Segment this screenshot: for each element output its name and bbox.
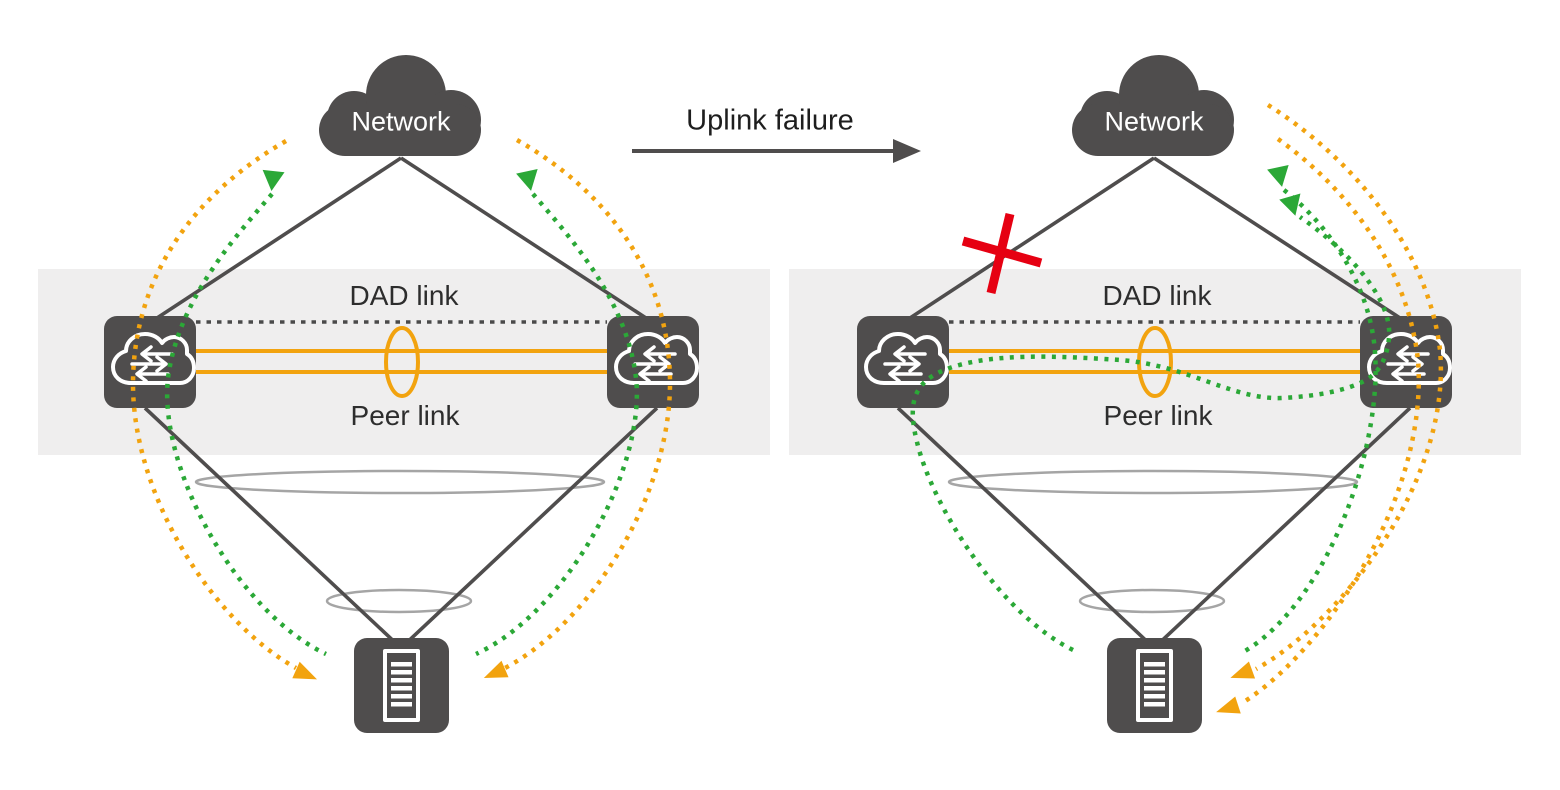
link-aggregation-ellipse-small bbox=[325, 588, 473, 614]
link-aggregation-ellipse-large bbox=[194, 469, 606, 495]
failure-cross-stroke-2 bbox=[986, 212, 1015, 295]
link-aggregation-ellipse-small bbox=[1078, 588, 1226, 614]
downlink-line-right bbox=[399, 406, 659, 650]
network-label-left: Network bbox=[351, 106, 451, 137]
mlag-switch-icon-left bbox=[857, 316, 949, 408]
uplink-line-left-failed bbox=[909, 156, 1155, 320]
transition-arrowhead bbox=[893, 139, 921, 163]
network-label-right: Network bbox=[1104, 106, 1204, 137]
server-icon bbox=[354, 638, 449, 733]
dad-link-label-right: DAD link bbox=[1102, 280, 1212, 311]
right-panel-failure-state bbox=[857, 55, 1452, 733]
upstream-arrowhead-left bbox=[262, 169, 285, 191]
peer-link-aggregation-ring bbox=[384, 326, 420, 398]
upstream-arrowhead-right bbox=[516, 169, 538, 191]
upstream-traffic-arc-rerouted-via-peer-link bbox=[910, 215, 1392, 653]
network-cloud-icon bbox=[319, 55, 481, 156]
mlag-switch-icon-left bbox=[104, 316, 196, 408]
uplink-line-left bbox=[156, 156, 402, 320]
downstream-arrowhead-right bbox=[483, 660, 509, 678]
dad-link-label-left: DAD link bbox=[349, 280, 459, 311]
link-aggregation-ellipse-large bbox=[947, 469, 1359, 495]
downstream-arrowhead-inner bbox=[1216, 696, 1241, 714]
uplink-line-right bbox=[400, 156, 647, 320]
transition-label: Uplink failure bbox=[686, 104, 854, 137]
upstream-traffic-arc-right bbox=[1243, 188, 1378, 653]
uplink-failure-cross-icon bbox=[961, 212, 1043, 295]
downstream-traffic-arc-outer bbox=[1254, 103, 1444, 671]
peer-link-label-right: Peer link bbox=[1103, 400, 1213, 431]
downlink-line-left bbox=[896, 406, 1156, 650]
mlag-switch-icon-right bbox=[607, 316, 699, 408]
upstream-arrowhead-right bbox=[1267, 165, 1289, 187]
left-panel-normal-state bbox=[104, 55, 699, 733]
downlink-line-left bbox=[143, 406, 403, 650]
server-icon bbox=[1107, 638, 1202, 733]
upstream-arrowhead-rerouted bbox=[1279, 193, 1301, 216]
transition-arrow bbox=[632, 139, 921, 163]
downstream-arrowhead-left bbox=[292, 661, 318, 680]
downstream-arrowhead-outer bbox=[1230, 661, 1256, 679]
network-cloud-icon bbox=[1072, 55, 1234, 156]
downstream-traffic-arc-right bbox=[503, 138, 673, 670]
peer-link-label-left: Peer link bbox=[350, 400, 460, 431]
